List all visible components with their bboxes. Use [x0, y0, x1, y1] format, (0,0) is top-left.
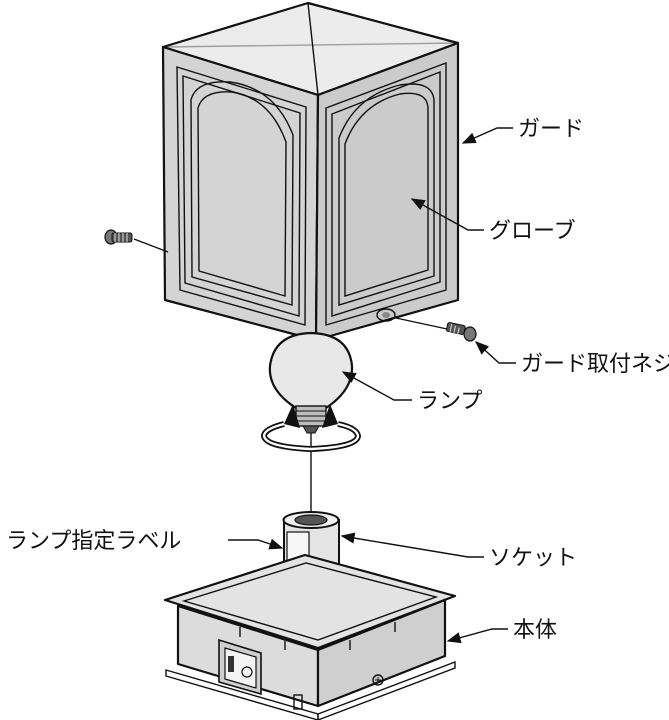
globe-left-inner: [197, 91, 287, 297]
lamp: [268, 331, 354, 512]
globe-right-panel: [338, 83, 435, 306]
guard-left-face: [161, 45, 320, 342]
globe-label: グローブ: [489, 219, 576, 244]
globe-right-inner: [344, 92, 429, 297]
guard: [161, 1, 460, 342]
guard-label: ガード: [518, 117, 584, 142]
rotation-arrow-icon: [260, 404, 362, 453]
screw-icon: [395, 317, 477, 342]
guard-screw-hole: [376, 308, 396, 322]
globe: [190, 81, 435, 306]
screw-icon: [104, 229, 169, 253]
body: [163, 553, 457, 720]
body-label: 本体: [513, 618, 557, 643]
globe-left-panel: [190, 81, 294, 306]
guard-screw-label: ガード取付ネジ: [521, 352, 669, 377]
guard-right-face: [314, 41, 460, 342]
leader-lines: [228, 127, 516, 644]
lamp-bulb: [268, 331, 354, 410]
lamp-label: ランプ: [417, 389, 482, 414]
socket-label: ソケット: [489, 546, 577, 571]
lamp-designation-label-text: ランプ指定ラベル: [6, 529, 181, 554]
switch-icon: [218, 638, 262, 696]
